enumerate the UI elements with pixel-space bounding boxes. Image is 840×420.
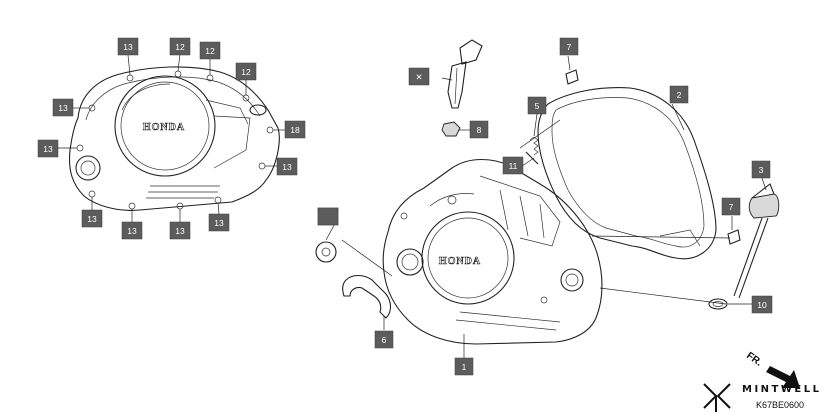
brand-block: MINTWELL K67BE0600 xyxy=(702,378,832,418)
nut xyxy=(441,121,461,137)
svg-text:7: 7 xyxy=(567,42,572,52)
svg-text:13: 13 xyxy=(123,42,133,52)
svg-text:18: 18 xyxy=(290,125,300,135)
svg-text:13: 13 xyxy=(175,226,185,236)
bracket xyxy=(342,274,392,319)
callout-12-b: 12 xyxy=(199,41,221,60)
callout-13-h: 13 xyxy=(208,213,230,232)
spring xyxy=(529,136,539,156)
callout-6: 6 xyxy=(374,330,394,349)
callout-13-f: 13 xyxy=(121,221,143,240)
svg-text:✕: ✕ xyxy=(415,72,422,82)
callout-7-b: 7 xyxy=(721,197,741,216)
o-ring-10 xyxy=(708,298,728,310)
callout-5: 5 xyxy=(527,96,547,115)
svg-text:8: 8 xyxy=(477,125,482,135)
callout-11: 11 xyxy=(502,156,524,175)
clutch-lifter-arm xyxy=(447,39,483,109)
callout-1: 1 xyxy=(454,357,474,376)
callout-13-e: 13 xyxy=(81,209,103,228)
callout-arm: ✕ xyxy=(408,67,430,86)
svg-text:12: 12 xyxy=(205,46,215,56)
dowel-pin-lower xyxy=(727,229,741,245)
svg-text:13: 13 xyxy=(127,226,137,236)
svg-text:10: 10 xyxy=(757,300,767,310)
bearing xyxy=(315,241,337,263)
callout-12-a: 12 xyxy=(169,37,191,56)
crankcase-cover-view: HONDA xyxy=(382,158,603,345)
brand-name: MINTWELL xyxy=(742,384,822,395)
svg-text:13: 13 xyxy=(214,218,224,228)
svg-text:12: 12 xyxy=(175,42,185,52)
front-arrow-icon xyxy=(766,366,800,388)
svg-text:13: 13 xyxy=(58,103,68,113)
svg-text:11: 11 xyxy=(509,161,518,171)
svg-text:13: 13 xyxy=(282,162,292,172)
callout-13-c: 13 xyxy=(37,139,59,158)
cover-logo-left: HONDA xyxy=(143,122,185,133)
callout-13-d: 13 xyxy=(276,157,298,176)
callout-18: 18 xyxy=(284,120,306,139)
svg-text:6: 6 xyxy=(382,335,387,345)
outer-cover-view: HONDA xyxy=(58,53,285,222)
callout-12-c: 12 xyxy=(235,62,257,81)
pin-11 xyxy=(525,151,539,165)
svg-text:12: 12 xyxy=(241,67,251,77)
diagram-code: K67BE0600 xyxy=(756,400,805,410)
callout-13-g: 13 xyxy=(169,221,191,240)
svg-text:5: 5 xyxy=(535,101,540,111)
cover-logo-right: HONDA xyxy=(439,256,481,267)
callout-bearing xyxy=(317,207,339,226)
callout-2: 2 xyxy=(669,85,689,104)
gasket xyxy=(537,87,717,260)
svg-text:2: 2 xyxy=(677,90,682,100)
callout-8: 8 xyxy=(469,120,489,139)
svg-text:1: 1 xyxy=(462,362,467,372)
oil-dipstick xyxy=(733,183,780,299)
svg-text:7: 7 xyxy=(729,202,734,212)
svg-text:3: 3 xyxy=(759,165,764,175)
svg-text:13: 13 xyxy=(87,214,97,224)
callout-3: 3 xyxy=(751,160,771,179)
callout-13-a: 13 xyxy=(117,37,139,56)
callout-13-b: 13 xyxy=(52,98,74,117)
brand-logo-icon xyxy=(703,383,731,412)
callout-10: 10 xyxy=(751,295,773,314)
dowel-pin-upper xyxy=(565,69,579,85)
callout-7-a: 7 xyxy=(559,37,579,56)
svg-text:13: 13 xyxy=(43,144,53,154)
